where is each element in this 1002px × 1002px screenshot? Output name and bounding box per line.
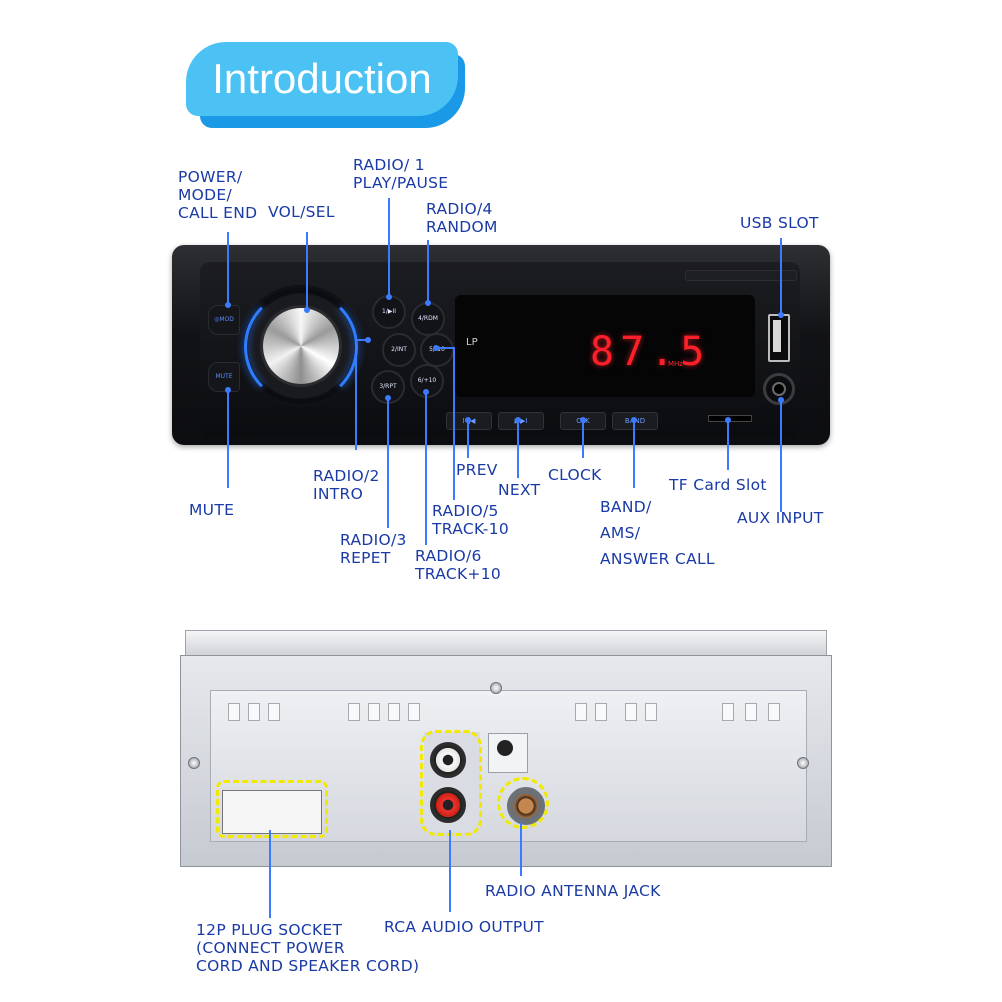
label-line: BAND/ xyxy=(600,498,652,516)
label-band-ams: BAND/ AMS/ ANSWER CALL xyxy=(600,494,715,572)
label-aux-input: AUX INPUT xyxy=(737,509,824,527)
label-line: RADIO/3 xyxy=(340,531,407,549)
volume-knob[interactable] xyxy=(263,308,339,384)
label-line: REPET xyxy=(340,549,391,567)
label-prev: PREV xyxy=(456,461,498,479)
label-line: RADIO/2 xyxy=(313,467,380,485)
vent-tab xyxy=(368,703,380,721)
power-mode-button[interactable]: ◎MOD xyxy=(208,305,240,335)
label-line: TRACK+10 xyxy=(415,565,502,583)
label-line: AMS/ xyxy=(600,524,641,542)
label-line: RANDOM xyxy=(426,218,498,236)
label-vol-sel: VOL/SEL xyxy=(268,203,335,221)
radio-1-button[interactable]: 1/▶II xyxy=(372,295,406,329)
label-line: CALL END xyxy=(178,204,258,222)
socket-highlight xyxy=(216,780,328,838)
label-line: 12P PLUG SOCKET xyxy=(196,921,343,939)
mute-button[interactable]: MUTE xyxy=(208,362,240,392)
label-clock: CLOCK xyxy=(548,466,602,484)
label-line: INTRO xyxy=(313,485,364,503)
label-line: TRACK-10 xyxy=(432,520,510,538)
vent-tab xyxy=(388,703,400,721)
label-radio-1: RADIO/ 1 PLAY/PAUSE xyxy=(353,156,448,192)
label-power-mode: POWER/ MODE/ CALL END xyxy=(178,168,257,222)
label-line: PLAY/PAUSE xyxy=(353,174,449,192)
page-title: Introduction xyxy=(212,55,432,102)
label-line: MODE/ xyxy=(178,186,233,204)
screw xyxy=(490,682,502,694)
rca-white-jack xyxy=(430,742,466,778)
12p-plug-socket xyxy=(222,790,322,834)
vent-tab xyxy=(268,703,280,721)
label-line: RADIO/6 xyxy=(415,547,482,565)
rca-red-jack xyxy=(430,787,466,823)
vent-tab xyxy=(348,703,360,721)
label-line: RADIO/5 xyxy=(432,502,499,520)
label-tf-card-slot: TF Card Slot xyxy=(669,476,767,494)
label-line: (CONNECT POWER xyxy=(196,939,345,957)
radio-2-button[interactable]: 2/INT xyxy=(382,333,416,367)
label-mute: MUTE xyxy=(189,501,235,519)
antenna-highlight xyxy=(497,777,549,829)
label-12p-plug-socket: 12P PLUG SOCKET (CONNECT POWER CORD AND … xyxy=(196,921,419,975)
label-radio-3: RADIO/3 REPET xyxy=(340,531,407,567)
label-radio-4: RADIO/4 RANDOM xyxy=(426,200,498,236)
header-banner: Introduction xyxy=(186,42,458,116)
label-line: CORD AND SPEAKER CORD) xyxy=(196,957,420,975)
vent-tab xyxy=(745,703,757,721)
vent-tab xyxy=(625,703,637,721)
label-line: POWER/ xyxy=(178,168,243,186)
usb-slot-contact xyxy=(773,320,781,352)
label-rca-audio-output: RCA AUDIO OUTPUT xyxy=(384,918,544,936)
screw xyxy=(797,757,809,769)
vent-tab xyxy=(228,703,240,721)
frequency-readout: 87.5 xyxy=(590,329,711,375)
vent-tab xyxy=(768,703,780,721)
vent-tab xyxy=(575,703,587,721)
label-radio-5: RADIO/5 TRACK-10 xyxy=(432,502,509,538)
vent-tab xyxy=(248,703,260,721)
label-next: NEXT xyxy=(498,481,541,499)
label-line: RADIO/ 1 xyxy=(353,156,425,174)
label-usb-slot: USB SLOT xyxy=(740,214,819,232)
label-radio-6: RADIO/6 TRACK+10 xyxy=(415,547,501,583)
screw xyxy=(188,757,200,769)
lcd-icon: LP xyxy=(466,337,478,348)
frequency-unit: MHz xyxy=(668,360,683,368)
label-line: RADIO/4 xyxy=(426,200,493,218)
rear-round-hole xyxy=(497,740,513,756)
next-button[interactable]: ▶▶I xyxy=(498,412,544,430)
top-slot xyxy=(685,270,797,281)
vent-tab xyxy=(595,703,607,721)
vent-tab xyxy=(645,703,657,721)
label-radio-2: RADIO/2 INTRO xyxy=(313,467,380,503)
lcd-display xyxy=(455,295,755,397)
vent-tab xyxy=(408,703,420,721)
label-radio-antenna-jack: RADIO ANTENNA JACK xyxy=(485,882,661,900)
label-line: ANSWER CALL xyxy=(600,550,715,568)
vent-tab xyxy=(722,703,734,721)
aux-input-hole xyxy=(772,382,786,396)
